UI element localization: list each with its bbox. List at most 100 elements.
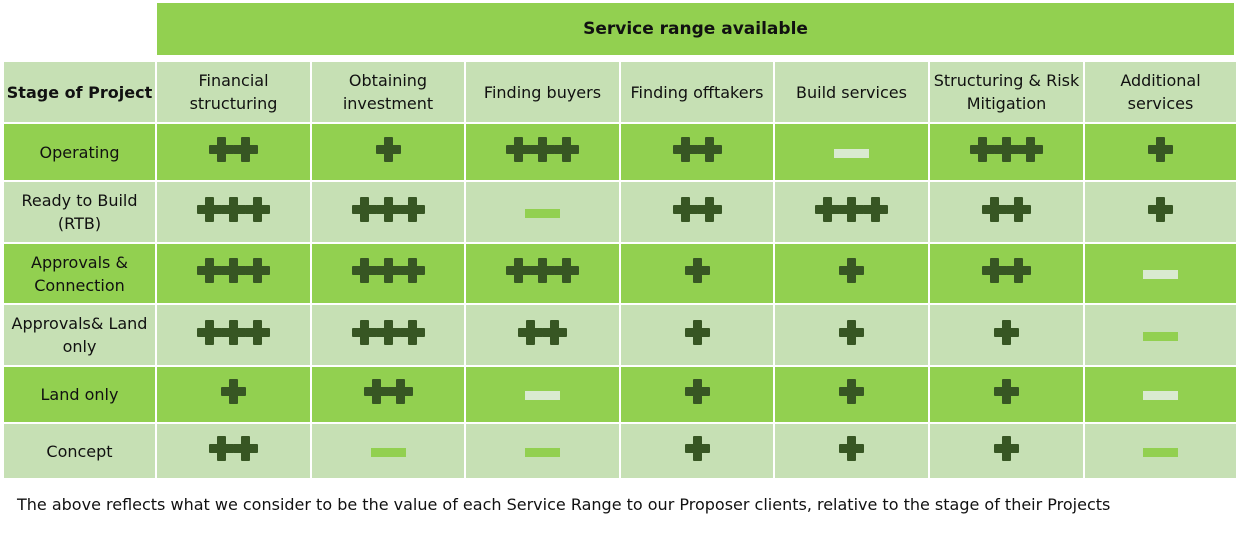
rating-marks (815, 196, 888, 222)
plus-icon (684, 319, 710, 345)
plus-icon (554, 136, 579, 162)
rating-marks (363, 379, 413, 404)
stage-label: Approvals& Land only (2, 303, 157, 367)
stage-label: Land only (2, 365, 157, 424)
plus-icon (815, 196, 840, 222)
plus-icon (696, 196, 722, 222)
plus-icon (233, 136, 258, 162)
rating-cell (1083, 365, 1238, 424)
rating-cell (1083, 180, 1238, 244)
plus-icon (530, 258, 555, 283)
column-header: Finding buyers (464, 60, 621, 124)
table-row: Land only (2, 365, 1238, 424)
plus-icon (839, 258, 864, 283)
rating-marks (351, 319, 425, 345)
plus-icon (554, 258, 579, 283)
rating-cell (1083, 242, 1238, 305)
plus-icon (221, 258, 246, 283)
rating-cell (619, 122, 775, 182)
rating-marks (982, 196, 1031, 222)
plus-icon (351, 319, 377, 345)
rating-cell (310, 242, 466, 305)
rating-cell (464, 242, 621, 305)
plus-icon (970, 136, 995, 162)
dash-icon (1143, 447, 1178, 457)
rating-marks (1143, 447, 1178, 457)
column-header: Finding offtakers (619, 60, 775, 124)
plus-icon (1148, 136, 1173, 162)
plus-icon (542, 319, 567, 345)
plus-icon (684, 435, 710, 461)
rating-marks (994, 435, 1019, 461)
rating-cell (619, 422, 775, 480)
rating-marks (994, 319, 1019, 345)
column-header: Financial structuring (155, 60, 312, 124)
rating-cell (773, 180, 930, 244)
rating-marks (684, 258, 710, 283)
rating-marks (221, 379, 246, 404)
rating-cell (155, 422, 312, 480)
plus-icon (518, 319, 543, 345)
column-header: Build services (773, 60, 930, 124)
plus-icon (399, 196, 425, 222)
plus-icon (221, 379, 246, 404)
rating-cell (928, 422, 1085, 480)
plus-icon (1018, 136, 1043, 162)
dash-icon (525, 447, 560, 457)
plus-icon (994, 136, 1019, 162)
column-header: Obtaining investment (310, 60, 466, 124)
rating-marks (839, 258, 864, 283)
rating-marks (672, 136, 722, 162)
rating-cell (928, 365, 1085, 424)
plus-icon (221, 319, 246, 345)
footnote: The above reflects what we consider to b… (17, 495, 1111, 514)
stage-label: Approvals & Connection (2, 242, 157, 305)
rating-marks (684, 319, 710, 345)
table-row: Approvals& Land only (2, 303, 1238, 367)
rating-cell (773, 365, 930, 424)
plus-icon (197, 319, 222, 345)
rating-marks (370, 447, 406, 457)
rating-marks (197, 258, 270, 283)
rating-cell (928, 303, 1085, 367)
plus-icon (839, 196, 864, 222)
plus-icon (387, 379, 413, 404)
rating-marks (506, 136, 579, 162)
plus-icon (684, 258, 710, 283)
plus-icon (399, 319, 425, 345)
rating-cell (310, 303, 466, 367)
plus-icon (399, 258, 425, 283)
rating-cell (464, 422, 621, 480)
rating-cell (155, 303, 312, 367)
rating-cell (1083, 122, 1238, 182)
plus-icon (994, 319, 1019, 345)
plus-icon (684, 379, 710, 404)
column-header: Structuring & Risk Mitigation (928, 60, 1085, 124)
stage-label: Ready to Build (RTB) (2, 180, 157, 244)
rating-cell (619, 180, 775, 244)
plus-icon (351, 196, 377, 222)
plus-icon (197, 258, 222, 283)
rating-cell (1083, 422, 1238, 480)
rating-marks (684, 435, 710, 461)
plus-icon (982, 196, 1007, 222)
rating-cell (464, 122, 621, 182)
rating-cell (310, 422, 466, 480)
rating-cell (310, 365, 466, 424)
rating-marks (839, 319, 864, 345)
rating-marks (839, 379, 864, 404)
plus-icon (375, 136, 401, 162)
rating-marks (525, 208, 560, 218)
rating-marks (684, 379, 710, 404)
service-range-title: Service range available (157, 3, 1234, 55)
table-row: Operating (2, 122, 1238, 182)
rating-cell (619, 303, 775, 367)
plus-icon (375, 196, 401, 222)
rating-cell (155, 365, 312, 424)
plus-icon (994, 435, 1019, 461)
plus-icon (221, 196, 246, 222)
rating-marks (351, 258, 425, 283)
rating-cell (464, 365, 621, 424)
rating-marks (834, 148, 869, 158)
stage-label: Operating (2, 122, 157, 182)
